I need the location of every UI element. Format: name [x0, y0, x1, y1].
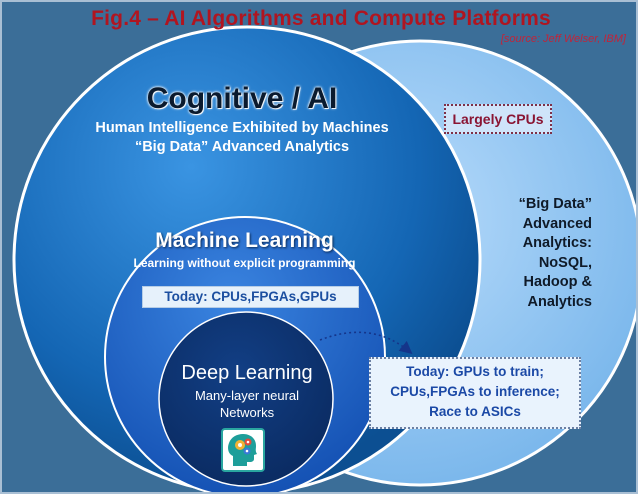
big-data-line1: “Big Data”: [518, 196, 592, 212]
today-callout-line1: Today: GPUs to train;: [406, 364, 544, 379]
big-data-description: “Big Data” Advanced Analytics: NoSQL, Ha…: [442, 195, 592, 312]
deep-learning-title: Deep Learning: [181, 362, 313, 384]
figure-title: Fig.4 – AI Algorithms and Compute Platfo…: [91, 7, 551, 30]
largely-cpus-box: Largely CPUs: [444, 104, 552, 134]
big-data-line4: NoSQL,: [538, 254, 592, 271]
deep-learning-subtitle: Many-layer neural Networks: [162, 387, 332, 421]
cognitive-subtitle: Human Intelligence Exhibited by Machines…: [52, 119, 432, 157]
brain-gears-icon: [221, 428, 265, 472]
today-callout-line2: CPUs,FPGAs to inference;: [390, 384, 560, 399]
big-data-line6: Analytics: [527, 293, 592, 310]
deep-learning-circle: [158, 311, 334, 487]
big-data-line5: Hadoop &: [523, 274, 592, 290]
deep-learning-subtitle-line2: Networks: [219, 405, 275, 420]
machine-learning-subtitle: Learning without explicit programming: [133, 256, 356, 270]
deep-learning-subtitle-line1: Many-layer neural: [194, 388, 300, 403]
machine-learning-title: Machine Learning: [155, 229, 334, 252]
today-callout-box: Today: GPUs to train; CPUs,FPGAs to infe…: [369, 357, 581, 429]
cognitive-subtitle-line2: “Big Data” Advanced Analytics: [134, 139, 350, 155]
big-data-line2: Advanced: [522, 215, 592, 232]
big-data-line3: Analytics:: [522, 235, 592, 251]
ml-platforms-box: Today: CPUs,FPGAs,GPUs: [142, 286, 359, 308]
cognitive-subtitle-line1: Human Intelligence Exhibited by Machines: [95, 120, 389, 136]
today-callout-line3: Race to ASICs: [429, 404, 521, 419]
cognitive-title: Cognitive / AI: [146, 82, 338, 115]
callout-arrow: [319, 331, 413, 355]
source-credit: [source: Jeff Welser, IBM]: [500, 33, 626, 45]
